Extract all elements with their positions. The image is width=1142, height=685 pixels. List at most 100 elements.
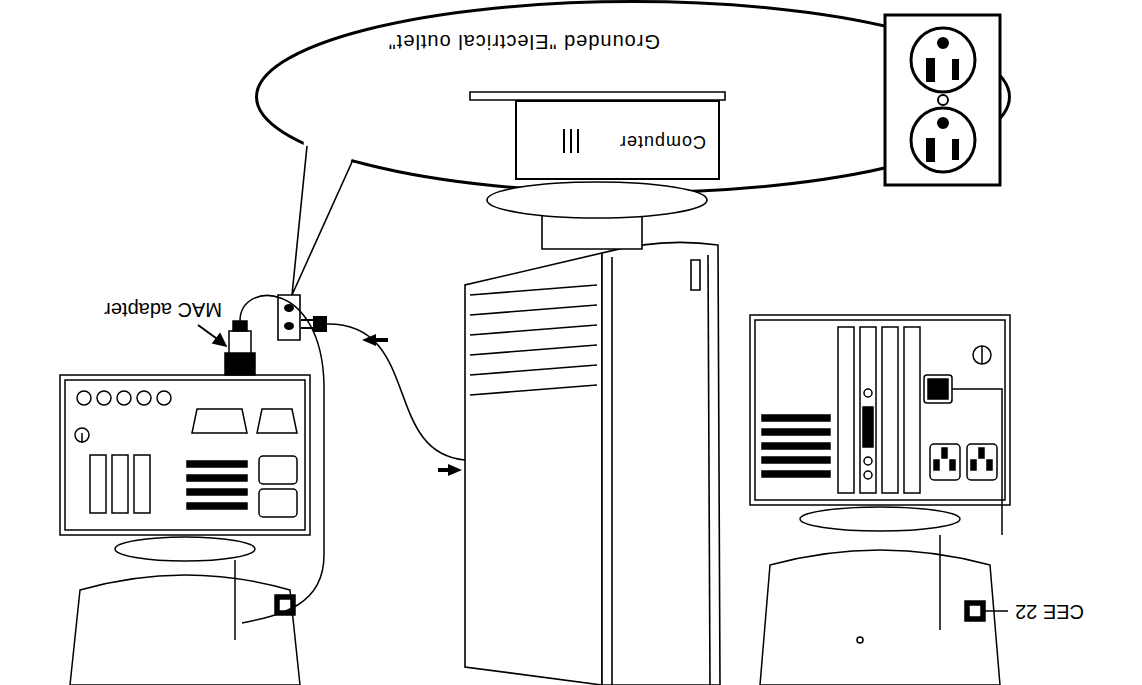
vga-plug xyxy=(928,379,948,399)
socket-inner xyxy=(279,599,291,611)
box-label: Computer xyxy=(619,131,706,151)
monitor-stand xyxy=(115,537,255,561)
desk-platform xyxy=(470,92,725,100)
computer-vents xyxy=(564,129,578,153)
iec-socket xyxy=(930,444,960,480)
fan-symbol xyxy=(981,346,983,364)
socket-pin xyxy=(971,460,976,470)
video-port xyxy=(257,409,297,433)
power-symbol xyxy=(81,433,83,443)
front-monitor xyxy=(465,92,725,685)
monitor-front xyxy=(602,242,720,685)
round-port xyxy=(137,391,151,405)
monitor-back xyxy=(70,575,300,685)
outlet-slot xyxy=(927,59,934,81)
scsi-port xyxy=(192,409,247,433)
expansion-slot xyxy=(838,327,854,493)
video-cable xyxy=(240,296,324,623)
audio-jack xyxy=(864,457,872,465)
vga-cable xyxy=(952,389,1002,535)
shading-line xyxy=(470,305,597,315)
bezel-line xyxy=(708,255,710,685)
port-strip xyxy=(863,407,873,447)
mac-setup xyxy=(60,296,324,685)
monitor-cable xyxy=(939,535,941,630)
iec-socket xyxy=(259,456,297,484)
direction-arrow xyxy=(362,334,376,346)
outlet-hole xyxy=(284,304,294,312)
shading-line xyxy=(470,385,597,395)
round-port xyxy=(117,391,131,405)
rear-panel xyxy=(60,375,310,535)
socket-pin xyxy=(942,448,947,458)
vent-slot xyxy=(762,471,830,477)
tail-line xyxy=(292,146,352,295)
ground-hole xyxy=(938,118,948,128)
outlet-slot xyxy=(953,140,958,159)
plug-prong xyxy=(301,327,313,329)
round-port xyxy=(157,391,171,405)
leader-line xyxy=(985,610,1008,612)
monitor-mark xyxy=(857,637,863,643)
vent-line xyxy=(570,129,572,153)
monitor-side xyxy=(465,253,602,685)
vent-line xyxy=(563,129,565,153)
direction-arrow xyxy=(448,464,462,476)
outlet-hole xyxy=(284,322,294,330)
direction-arrow xyxy=(374,338,388,342)
monitor-base xyxy=(487,182,707,218)
monitor-neck xyxy=(542,215,642,249)
mac-adapter xyxy=(225,353,255,375)
round-port xyxy=(77,391,91,405)
vent-slot xyxy=(762,429,830,435)
socket-pin xyxy=(979,448,984,458)
expansion-slot xyxy=(904,327,920,493)
vent-slot xyxy=(762,415,830,421)
pointer-arrow xyxy=(198,325,220,341)
shading-line xyxy=(470,365,597,375)
cord-line xyxy=(327,324,465,460)
socket-pin xyxy=(987,460,992,470)
round-port xyxy=(97,391,111,405)
monitor-stand xyxy=(800,507,960,531)
callout-text: Grounded "Electrical outlet" xyxy=(388,31,660,53)
socket-pin xyxy=(950,460,955,470)
card-slot xyxy=(134,455,150,513)
shading-line xyxy=(470,285,597,295)
monitor-control xyxy=(691,260,700,290)
connector-label: CEE 22 xyxy=(1015,601,1084,623)
vent-slot xyxy=(187,461,247,467)
receptacle xyxy=(911,108,975,172)
panel-inner xyxy=(65,380,305,530)
monitor-back xyxy=(760,550,1000,685)
monitor-cable xyxy=(234,560,236,640)
shading-line xyxy=(470,345,597,355)
direction-arrow xyxy=(438,468,450,472)
computer-box: Computer xyxy=(515,100,720,180)
plug-prong xyxy=(301,319,313,321)
audio-jack xyxy=(864,471,872,479)
vent-line xyxy=(577,129,579,153)
card-slot xyxy=(90,455,106,513)
vent-slot xyxy=(187,503,247,509)
iec-socket xyxy=(967,444,997,480)
tail-fill xyxy=(292,139,354,295)
power-socket xyxy=(275,595,295,615)
adapter-plug xyxy=(233,321,247,331)
audio-jack xyxy=(864,389,872,397)
ground-hole xyxy=(938,38,948,48)
vent-slot xyxy=(187,489,247,495)
panel-inner xyxy=(755,320,1005,500)
expansion-slot xyxy=(860,327,876,493)
outlet-plate xyxy=(885,15,1000,185)
pointer-arrow xyxy=(213,334,226,346)
duplex-outlet xyxy=(885,15,1000,185)
vga-port xyxy=(924,375,952,403)
outlet-slot xyxy=(953,60,958,79)
iec-socket xyxy=(259,489,297,517)
power-socket xyxy=(965,601,985,621)
bezel-line xyxy=(611,257,613,685)
outlet-screw xyxy=(938,95,948,105)
fan-symbol xyxy=(973,346,991,364)
rear-panel xyxy=(750,315,1010,505)
